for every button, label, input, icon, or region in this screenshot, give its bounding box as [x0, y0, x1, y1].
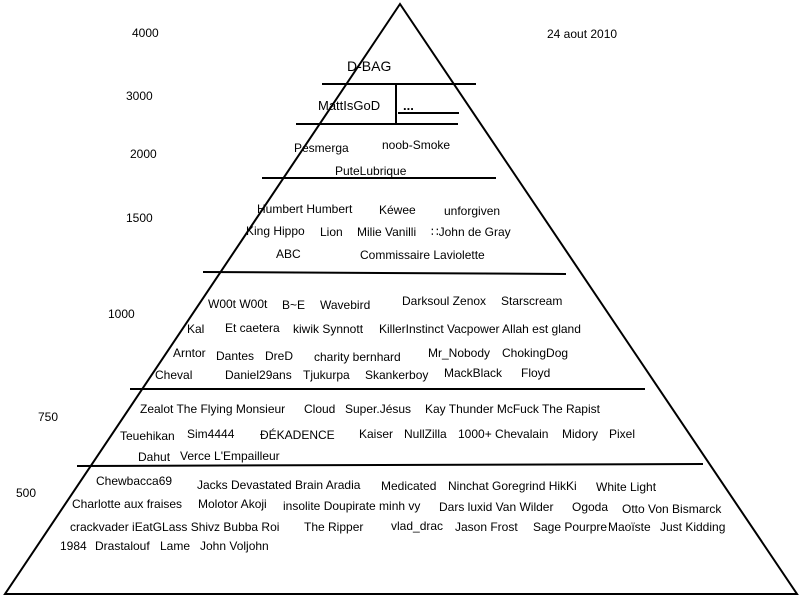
player-name: Drastalouf [95, 539, 150, 553]
player-name: Dantes [216, 349, 254, 363]
player-name: Daniel29ans [225, 368, 292, 382]
player-name: D-BAG [347, 58, 391, 74]
player-name: ∷John de Gray [431, 225, 511, 239]
player-name: Molotor Akoji [198, 497, 267, 511]
player-name: kiwik Synnott [293, 322, 364, 336]
player-name: Verce L'Empailleur [180, 449, 280, 463]
player-name: Charlotte aux fraises [72, 497, 182, 511]
player-name: Otto Von Bismarck [622, 502, 722, 516]
player-name: Pesmerga [294, 141, 349, 155]
player-name: Sage Pourpre [533, 520, 607, 534]
player-name: Dars luxid Van Wilder [439, 500, 553, 514]
player-name: charity bernhard [314, 350, 401, 364]
player-name: 1000+ Chevalain [458, 427, 548, 441]
player-name: Skankerboy [365, 368, 428, 382]
player-name: ABC [276, 247, 301, 261]
player-name: vlad_drac [391, 519, 443, 533]
player-name: Commissaire Laviolette [360, 248, 485, 262]
player-name: 1984 [60, 539, 87, 553]
score-label-4000: 4000 [132, 26, 159, 40]
score-label-2000: 2000 [130, 147, 157, 161]
pyramid-outline [3, 2, 799, 595]
player-name: Pixel [609, 427, 635, 441]
player-name: King Hippo [246, 224, 305, 238]
player-name: Cloud [304, 402, 335, 416]
player-name: crackvader iEatGLass Shivz Bubba Roi [70, 520, 279, 534]
player-name: W00t W00t [208, 297, 268, 311]
player-name: Midory [562, 427, 598, 441]
player-name: White Light [596, 480, 657, 494]
player-name: MackBlack [444, 366, 503, 380]
player-name: Starscream [501, 294, 562, 308]
player-name: insolite Doupirate minh vy [283, 499, 420, 513]
score-label-500: 500 [16, 486, 36, 500]
player-name: Chewbacca69 [96, 474, 172, 488]
player-name: Lion [320, 225, 343, 239]
date-label: 24 aout 2010 [547, 27, 617, 41]
player-name: Cheval [155, 368, 192, 382]
tier-divider [76, 463, 704, 467]
player-name: Kal [187, 322, 204, 336]
player-name: Teuehikan [120, 429, 175, 443]
player-name: noob-Smoke [382, 138, 450, 152]
player-name: Jason Frost [455, 520, 518, 534]
player-name: Darksoul Zenox [402, 294, 486, 308]
player-name: Lame [160, 539, 190, 553]
player-name: Et caetera [225, 321, 280, 335]
player-name: Milie Vanilli [357, 225, 416, 239]
player-name: DreD [265, 349, 293, 363]
player-name: Sim4444 [187, 427, 235, 441]
player-name: The Ripper [304, 520, 363, 534]
score-label-750: 750 [38, 410, 58, 424]
score-label-1500: 1500 [126, 211, 153, 225]
player-name: unforgiven [444, 204, 500, 218]
player-name: John Voljohn [200, 539, 269, 553]
player-name: Mr_Nobody [428, 346, 490, 360]
player-name: Dahut [138, 450, 171, 464]
player-name: Arntor [173, 346, 206, 360]
player-name: Wavebird [320, 298, 370, 312]
player-name: Tjukurpa [303, 368, 350, 382]
player-name: KillerInstinct Vacpower Allah est gland [379, 322, 581, 336]
player-name: ĐÉKADENCE [260, 427, 335, 442]
player-name: Humbert Humbert [257, 202, 353, 216]
player-name: Kaiser [359, 427, 393, 441]
score-label-1000: 1000 [108, 307, 135, 321]
player-name: Maoïste [608, 520, 651, 534]
player-name: Kéwee [379, 203, 416, 217]
player-name: ChokingDog [502, 346, 568, 360]
player-name: Zealot The Flying Monsieur [140, 402, 285, 416]
tier-divider [202, 271, 567, 275]
score-label-3000: 3000 [126, 89, 153, 103]
player-name: ... [403, 98, 414, 113]
player-name: MattIsGoD [318, 98, 380, 113]
player-name: PuteLubrique [335, 164, 407, 178]
player-name: B~E [282, 298, 305, 312]
player-name: Kay Thunder McFuck The Rapist [425, 402, 601, 416]
player-name: Just Kidding [660, 520, 725, 534]
player-name: NullZilla [404, 427, 447, 441]
player-name: Jacks Devastated Brain Aradia [197, 478, 361, 492]
player-name: Medicated [381, 479, 436, 493]
player-name: Super.Jésus [345, 402, 411, 416]
player-name: Ninchat Goregrind HikKi [448, 479, 577, 493]
player-name: Floyd [521, 366, 550, 380]
player-name: Ogoda [572, 500, 608, 514]
